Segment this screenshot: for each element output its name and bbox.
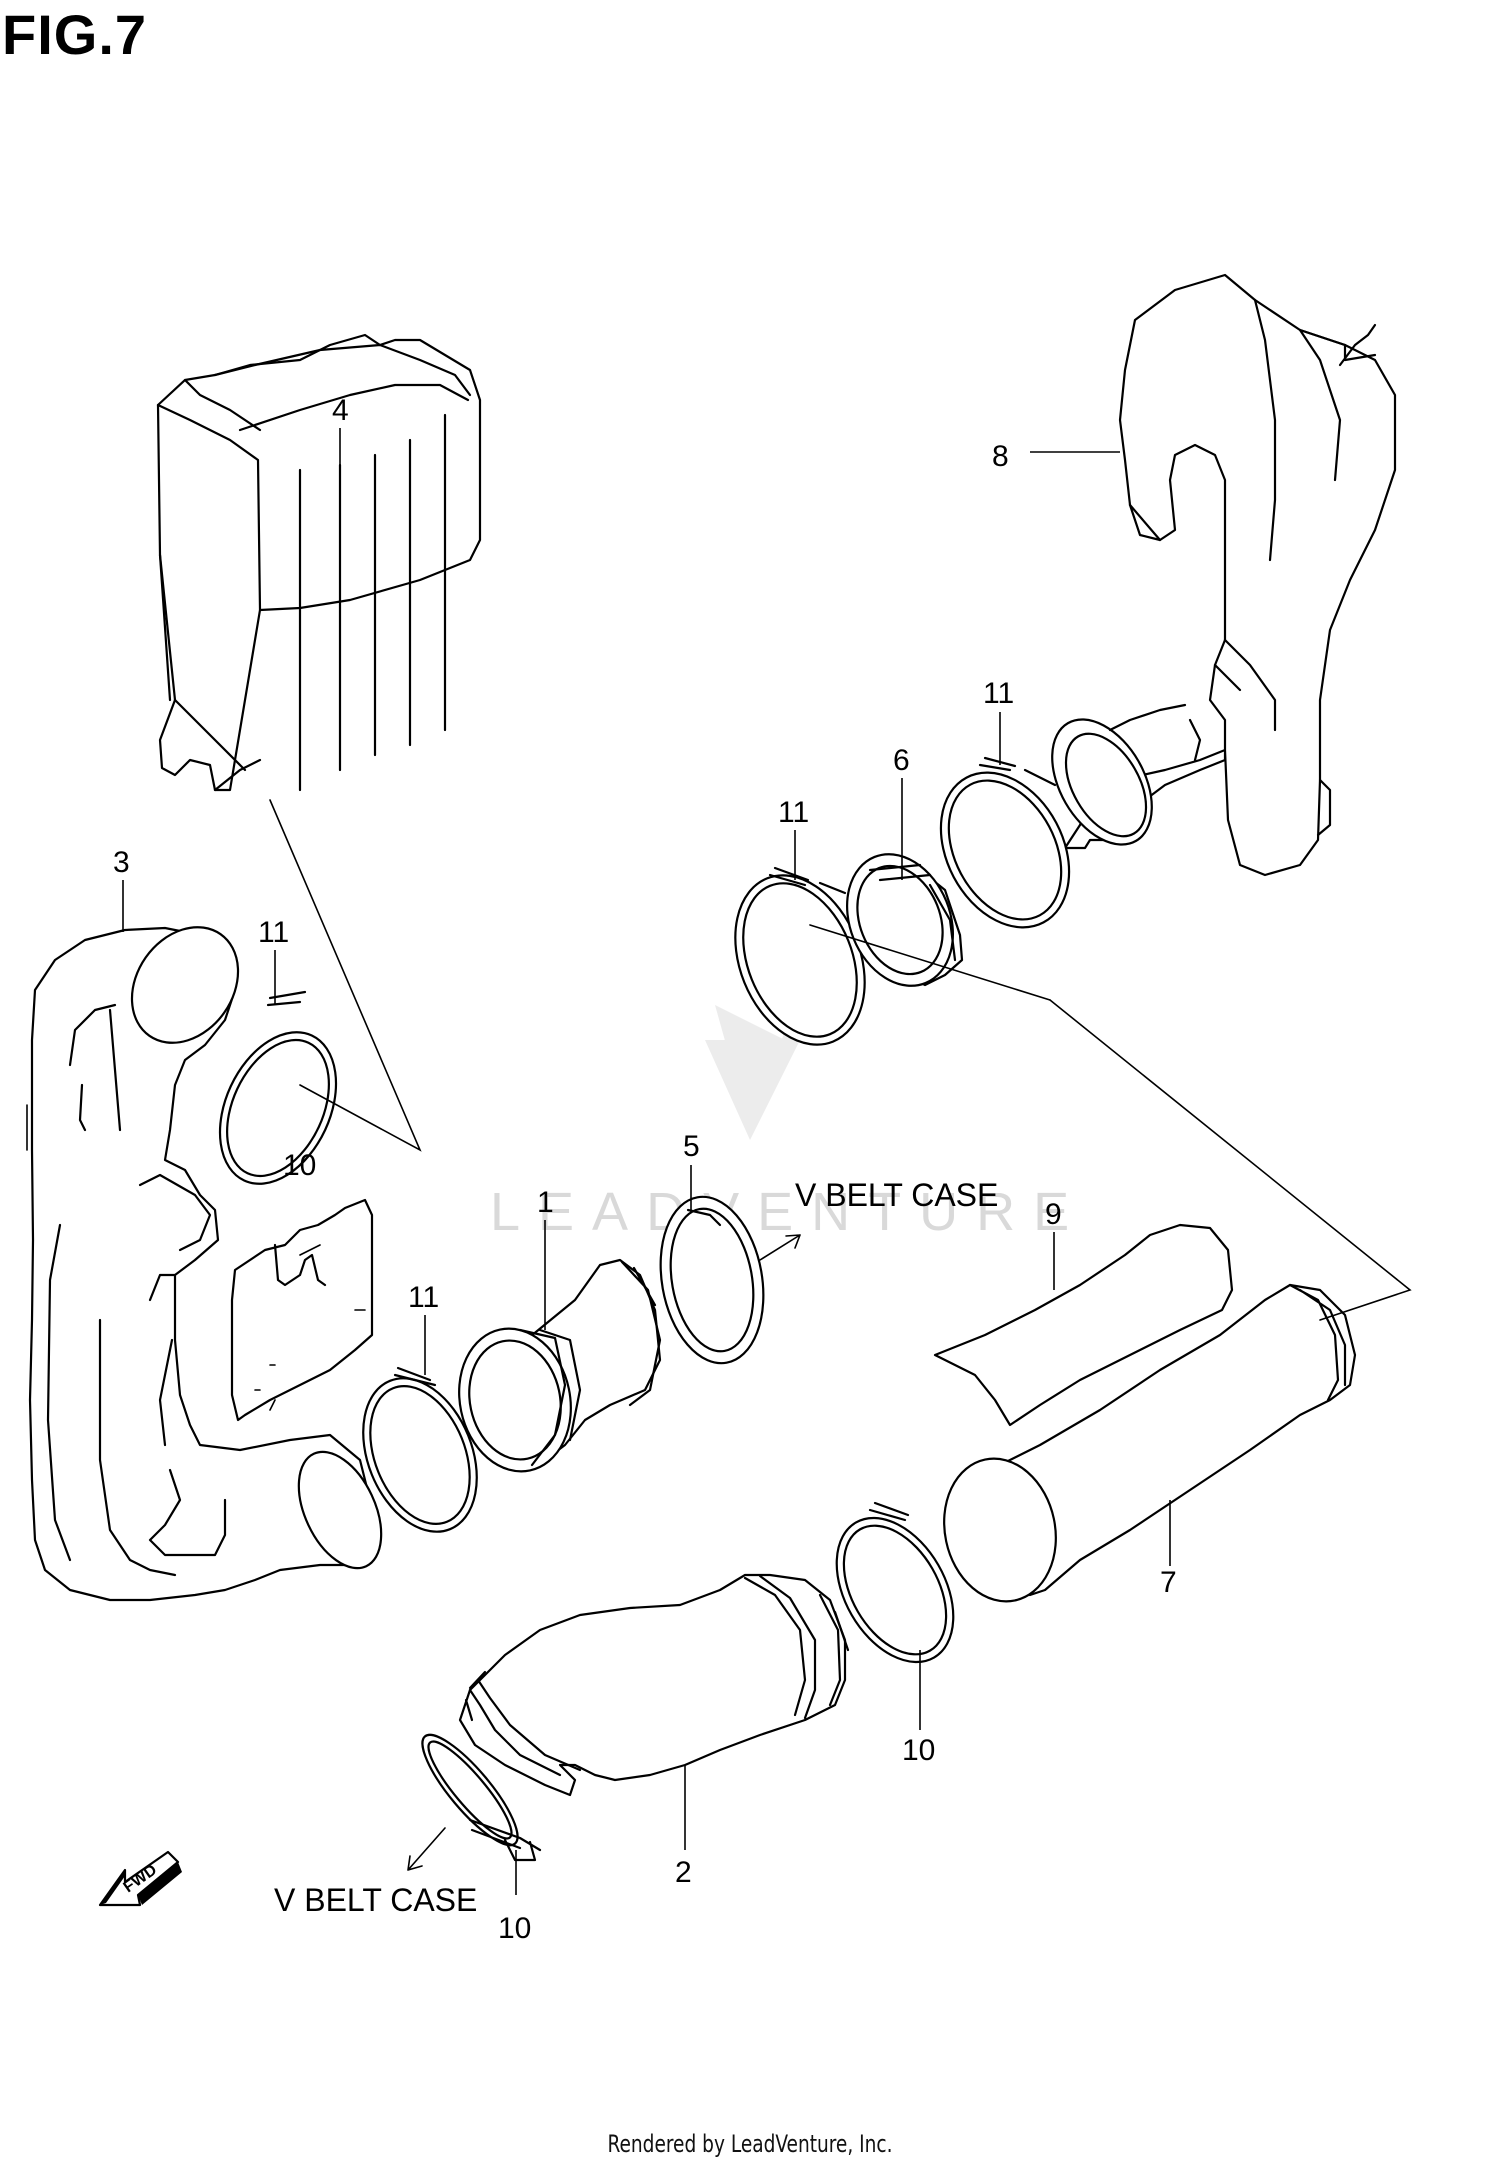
figure-title: FIG.7 xyxy=(2,3,148,66)
part-11-clamp-a xyxy=(218,990,338,1185)
callout-11-upper: 11 xyxy=(778,796,809,829)
callout-10-plate: 10 xyxy=(283,1149,316,1182)
part-4-air-cleaner-case xyxy=(156,333,482,792)
callout-10-right: 10 xyxy=(902,1734,935,1767)
callout-1: 1 xyxy=(537,1186,554,1219)
callout-3: 3 xyxy=(113,846,130,879)
callout-10-bottom: 10 xyxy=(498,1912,531,1945)
assembly-lines xyxy=(269,799,1412,1321)
part-8-intake-duct xyxy=(1051,273,1397,877)
callout-11-lower: 11 xyxy=(408,1281,439,1314)
part-3-intake-hose xyxy=(26,926,383,1602)
part-2-elbow-hose xyxy=(458,1573,850,1797)
callout-11-left: 11 xyxy=(258,916,289,949)
callout-4: 4 xyxy=(332,394,349,427)
part-10-clamp-bottom xyxy=(421,1733,542,1862)
part-7-tube xyxy=(943,1283,1357,1603)
callout-labels: 4 8 3 11 10 11 1 5 6 11 11 9 7 10 2 10 xyxy=(113,394,1177,1945)
part-5-seal xyxy=(659,1195,765,1365)
callout-2: 2 xyxy=(675,1856,692,1889)
watermark-text: LEADVENTURE xyxy=(490,1182,1087,1242)
part-9-half-sleeve xyxy=(933,1223,1234,1427)
note-v-belt-case-upper: V BELT CASE xyxy=(795,1177,998,1213)
leader-lines xyxy=(122,428,1171,1895)
callout-8: 8 xyxy=(992,440,1009,473)
callout-11-right: 11 xyxy=(983,677,1014,710)
fwd-arrow-icon: FWD xyxy=(98,1850,182,1907)
callout-9: 9 xyxy=(1045,1198,1062,1231)
note-v-belt-case-lower: V BELT CASE xyxy=(274,1882,477,1918)
callout-5: 5 xyxy=(683,1130,700,1163)
part-11-clamp-d xyxy=(939,756,1071,929)
callout-7: 7 xyxy=(1160,1566,1177,1599)
part-10-clamp-right xyxy=(835,1501,955,1664)
part-1-joint xyxy=(458,1258,662,1473)
part-10-element-plate xyxy=(230,1198,374,1422)
direction-arrows xyxy=(407,1234,801,1871)
callout-6: 6 xyxy=(893,744,910,777)
watermark: LEADVENTURE xyxy=(490,1005,1087,1242)
footer-credit: Rendered by LeadVenture, Inc. xyxy=(607,2130,893,2158)
part-11-clamp-b xyxy=(362,1366,478,1533)
